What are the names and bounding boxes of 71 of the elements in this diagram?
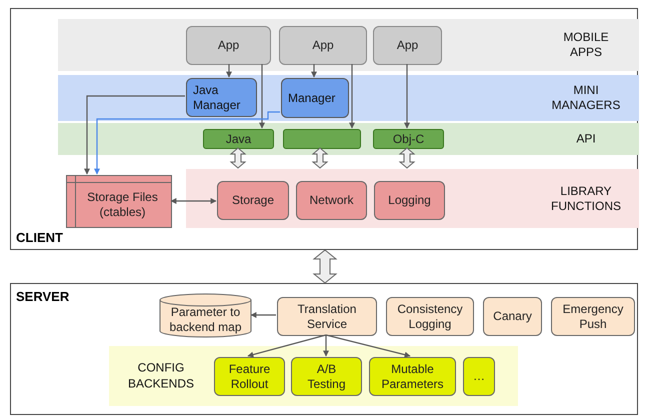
band-label: MOBILE APPS bbox=[562, 30, 610, 60]
storage-files-table bbox=[66, 175, 172, 228]
app-box bbox=[186, 26, 271, 65]
node-text: App bbox=[218, 38, 240, 53]
api-band bbox=[58, 123, 639, 155]
api-box bbox=[283, 129, 361, 149]
backend-box bbox=[463, 357, 495, 396]
node-text: App bbox=[312, 38, 334, 53]
arrow bbox=[226, 64, 232, 78]
library-box bbox=[296, 181, 367, 220]
arrow bbox=[170, 198, 217, 204]
double-arrow bbox=[230, 147, 246, 169]
node-text: Emergency Push bbox=[562, 302, 624, 331]
double-arrow bbox=[312, 249, 338, 284]
node-text: … bbox=[473, 369, 485, 384]
node-text: Java bbox=[226, 132, 252, 146]
service-box bbox=[277, 297, 377, 336]
library-box bbox=[374, 181, 445, 220]
client-panel bbox=[10, 8, 638, 250]
mobile-apps-band bbox=[58, 19, 639, 71]
band-label: MINI MANAGERS bbox=[550, 83, 622, 113]
library-functions-band bbox=[186, 169, 639, 228]
database-cylinder bbox=[159, 293, 252, 338]
arrow bbox=[259, 64, 265, 129]
node-text: Obj-C bbox=[392, 132, 424, 146]
arrow bbox=[84, 95, 185, 175]
node-text: Canary bbox=[493, 309, 532, 324]
arrow bbox=[250, 312, 276, 318]
node-text: Parameter to backend map bbox=[168, 305, 243, 334]
service-box bbox=[386, 297, 474, 336]
backend-box bbox=[291, 357, 362, 396]
node-text: Storage Files (ctables) bbox=[86, 190, 159, 219]
node-text: App bbox=[396, 38, 418, 53]
arrow bbox=[311, 64, 317, 78]
app-box bbox=[373, 26, 442, 65]
node-text: A/B Testing bbox=[306, 362, 347, 391]
node-text: Storage bbox=[232, 193, 274, 208]
arrow bbox=[247, 334, 326, 358]
band-label: LIBRARY FUNCTIONS bbox=[550, 184, 622, 214]
node-text: Mutable Parameters bbox=[380, 362, 445, 391]
server-panel bbox=[10, 283, 638, 415]
node-text: Feature Rollout bbox=[228, 362, 272, 391]
band-label: API bbox=[575, 132, 597, 146]
service-box bbox=[483, 297, 542, 336]
node-text: Java Manager bbox=[193, 83, 242, 112]
band-label: CLIENT bbox=[16, 228, 63, 246]
backend-box bbox=[214, 357, 285, 396]
node-text: Network bbox=[309, 193, 354, 208]
mini-managers-band bbox=[58, 75, 639, 121]
arrow bbox=[94, 111, 280, 175]
arrow bbox=[326, 334, 411, 358]
arrow bbox=[404, 64, 410, 129]
node-text: Manager bbox=[288, 90, 336, 106]
app-box bbox=[279, 26, 367, 65]
api-box bbox=[203, 129, 274, 149]
double-arrow bbox=[398, 147, 416, 169]
band-label: CONFIG BACKENDS bbox=[126, 360, 196, 392]
node-text: Consistency Logging bbox=[396, 302, 464, 331]
manager-box bbox=[281, 78, 349, 118]
arrow bbox=[323, 335, 329, 357]
api-box bbox=[373, 129, 444, 149]
band-label: SERVER bbox=[16, 288, 70, 306]
arrow bbox=[349, 64, 355, 129]
library-box bbox=[217, 181, 289, 220]
manager-box bbox=[186, 78, 257, 117]
double-arrow bbox=[312, 147, 328, 169]
backend-box bbox=[369, 357, 456, 396]
node-text: Logging bbox=[388, 193, 431, 208]
node-text: Translation Service bbox=[296, 302, 358, 331]
config-backends-band bbox=[109, 346, 518, 406]
service-box bbox=[551, 297, 635, 336]
